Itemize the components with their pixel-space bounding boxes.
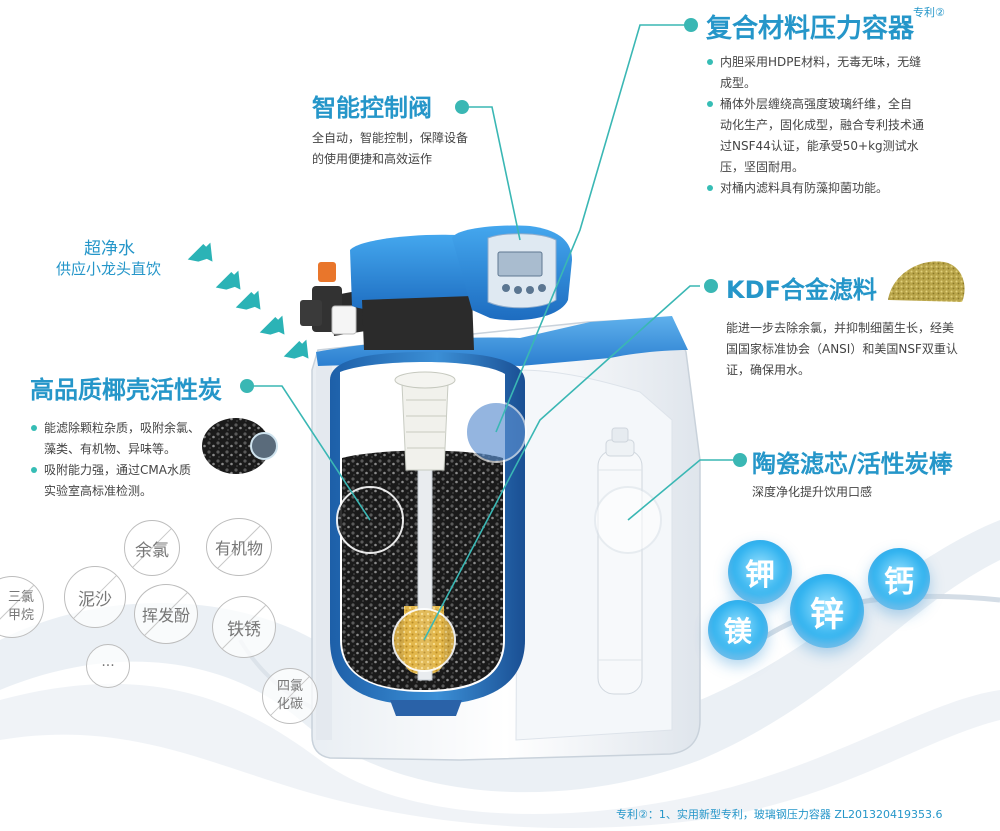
removed-rust-circle: 铁锈 [212,596,276,658]
tank-title: 复合材料压力容器 [706,8,914,45]
carbon-bullet-1-line1: 能滤除颗粒杂质，吸附余氯、 [44,421,201,435]
mineral-zinc-bubble: 锌 [790,574,864,648]
removed-sand-circle: 泥沙 [64,566,126,628]
removed-ccl4-line1: 四氯 [276,679,303,694]
mineral-potassium-label: 钾 [745,558,775,593]
carbon-dot [240,379,254,393]
carbon-bullet-2-line2: 实验室高标准检测。 [44,484,153,498]
tank-bullets: 内胆采用HDPE材料，无毒无味，无缝 成型。 桶体外层缠绕高强度玻璃纤维，全自 … [706,52,966,199]
mineral-magnesium-bubble: 镁 [708,600,768,660]
ceramic-desc: 深度净化提升饮用口感 [752,485,873,499]
carbon-bullet-1: 能滤除颗粒杂质，吸附余氯、 藻类、有机物、异味等。 [30,418,220,460]
removed-rust-label: 铁锈 [227,619,261,640]
tank-bullet-1-line2: 成型。 [720,76,757,90]
tank-bullet-2-line2: 动化生产，固化成型，融合专利技术通 [720,118,925,132]
tank-bullet-1: 内胆采用HDPE材料，无毒无味，无缝 成型。 [706,52,966,94]
ceramic-title: 陶瓷滤芯/活性炭棒 [752,450,953,478]
removed-more-circle: ··· [86,644,130,688]
tank-patent-mark: 专利② [913,6,945,19]
valve-desc-line2: 的使用便捷和高效运作 [312,152,433,166]
carbon-bullet-2: 吸附能力强，通过CMA水质 实验室高标准检测。 [30,460,220,502]
tank-bullet-3: 对桶内滤料具有防藻抑菌功能。 [706,178,966,199]
ceramic-dot [733,453,747,467]
tank-bullet-2: 桶体外层缠绕高强度玻璃纤维，全自 动化生产，固化成型，融合专利技术通 过NSF4… [706,94,966,178]
kdf-desc-line1: 能进一步去除余氯，并抑制细菌生长，经美 [726,321,955,335]
water-out-title: 超净水 [84,239,135,259]
tank-bullet-2-line1: 桶体外层缠绕高强度玻璃纤维，全自 [720,97,913,111]
tank-bullet-3-line1: 对桶内滤料具有防藻抑菌功能。 [720,181,889,195]
valve-desc-line1: 全自动，智能控制，保障设备 [312,131,469,145]
tank-dot [684,18,698,32]
kdf-dot [704,279,718,293]
valve-title: 智能控制阀 [312,94,432,122]
tank-bullet-2-line3: 过NSF44认证，能承受50+kg测试水 [720,139,919,153]
tank-bullet-2-line4: 压，坚固耐用。 [720,160,805,174]
removed-organic-circle: 有机物 [206,518,272,576]
carbon-bullet-2-line1: 吸附能力强，通过CMA水质 [44,463,191,477]
kdf-desc-line3: 证，确保用水。 [726,363,811,377]
carbon-title: 高品质椰壳活性炭 [30,376,222,404]
valve-dot [455,100,469,114]
removed-thm-line1: 三氯 [7,590,34,605]
removed-organic-label: 有机物 [214,539,263,558]
removed-thm-line2: 甲烷 [7,608,34,623]
mineral-calcium-bubble: 钙 [868,548,930,610]
mineral-zinc-label: 锌 [810,594,844,635]
removed-thm-label: 三氯 甲烷 [0,589,34,625]
carbon-bullets: 能滤除颗粒杂质，吸附余氯、 藻类、有机物、异味等。 吸附能力强，通过CMA水质 … [30,418,220,502]
mineral-magnesium-label: 镁 [723,615,752,648]
removed-voc-circle: 挥发酚 [134,584,198,644]
tank-bullet-1-line1: 内胆采用HDPE材料，无毒无味，无缝 [720,55,922,69]
carbon-bullet-1-line2: 藻类、有机物、异味等。 [44,442,177,456]
removed-ccl4-line2: 化碳 [276,697,303,712]
tank-title-text: 复合材料压力容器 [706,14,915,44]
kdf-title: KDF合金滤料 [726,276,877,304]
water-out-subtitle: 供应小龙头直饮 [56,260,162,278]
removed-more-label: ··· [101,658,115,674]
patent-footnote: 专利②：1、实用新型专利，玻璃钢压力容器 ZL201320419353.6 [616,808,943,821]
removed-sand-label: 泥沙 [78,589,112,610]
removed-voc-label: 挥发酚 [141,606,190,625]
removed-ccl4-circle: 四氯 化碳 [262,668,318,724]
removed-chlorine-circle: 余氯 [124,520,180,576]
mineral-calcium-label: 钙 [884,565,914,600]
removed-chlorine-label: 余氯 [135,540,169,561]
mineral-potassium-bubble: 钾 [728,540,792,604]
kdf-desc-line2: 国国家标准协会（ANSI）和美国NSF双重认 [726,342,958,356]
removed-ccl4-label: 四氯 化碳 [277,678,303,714]
